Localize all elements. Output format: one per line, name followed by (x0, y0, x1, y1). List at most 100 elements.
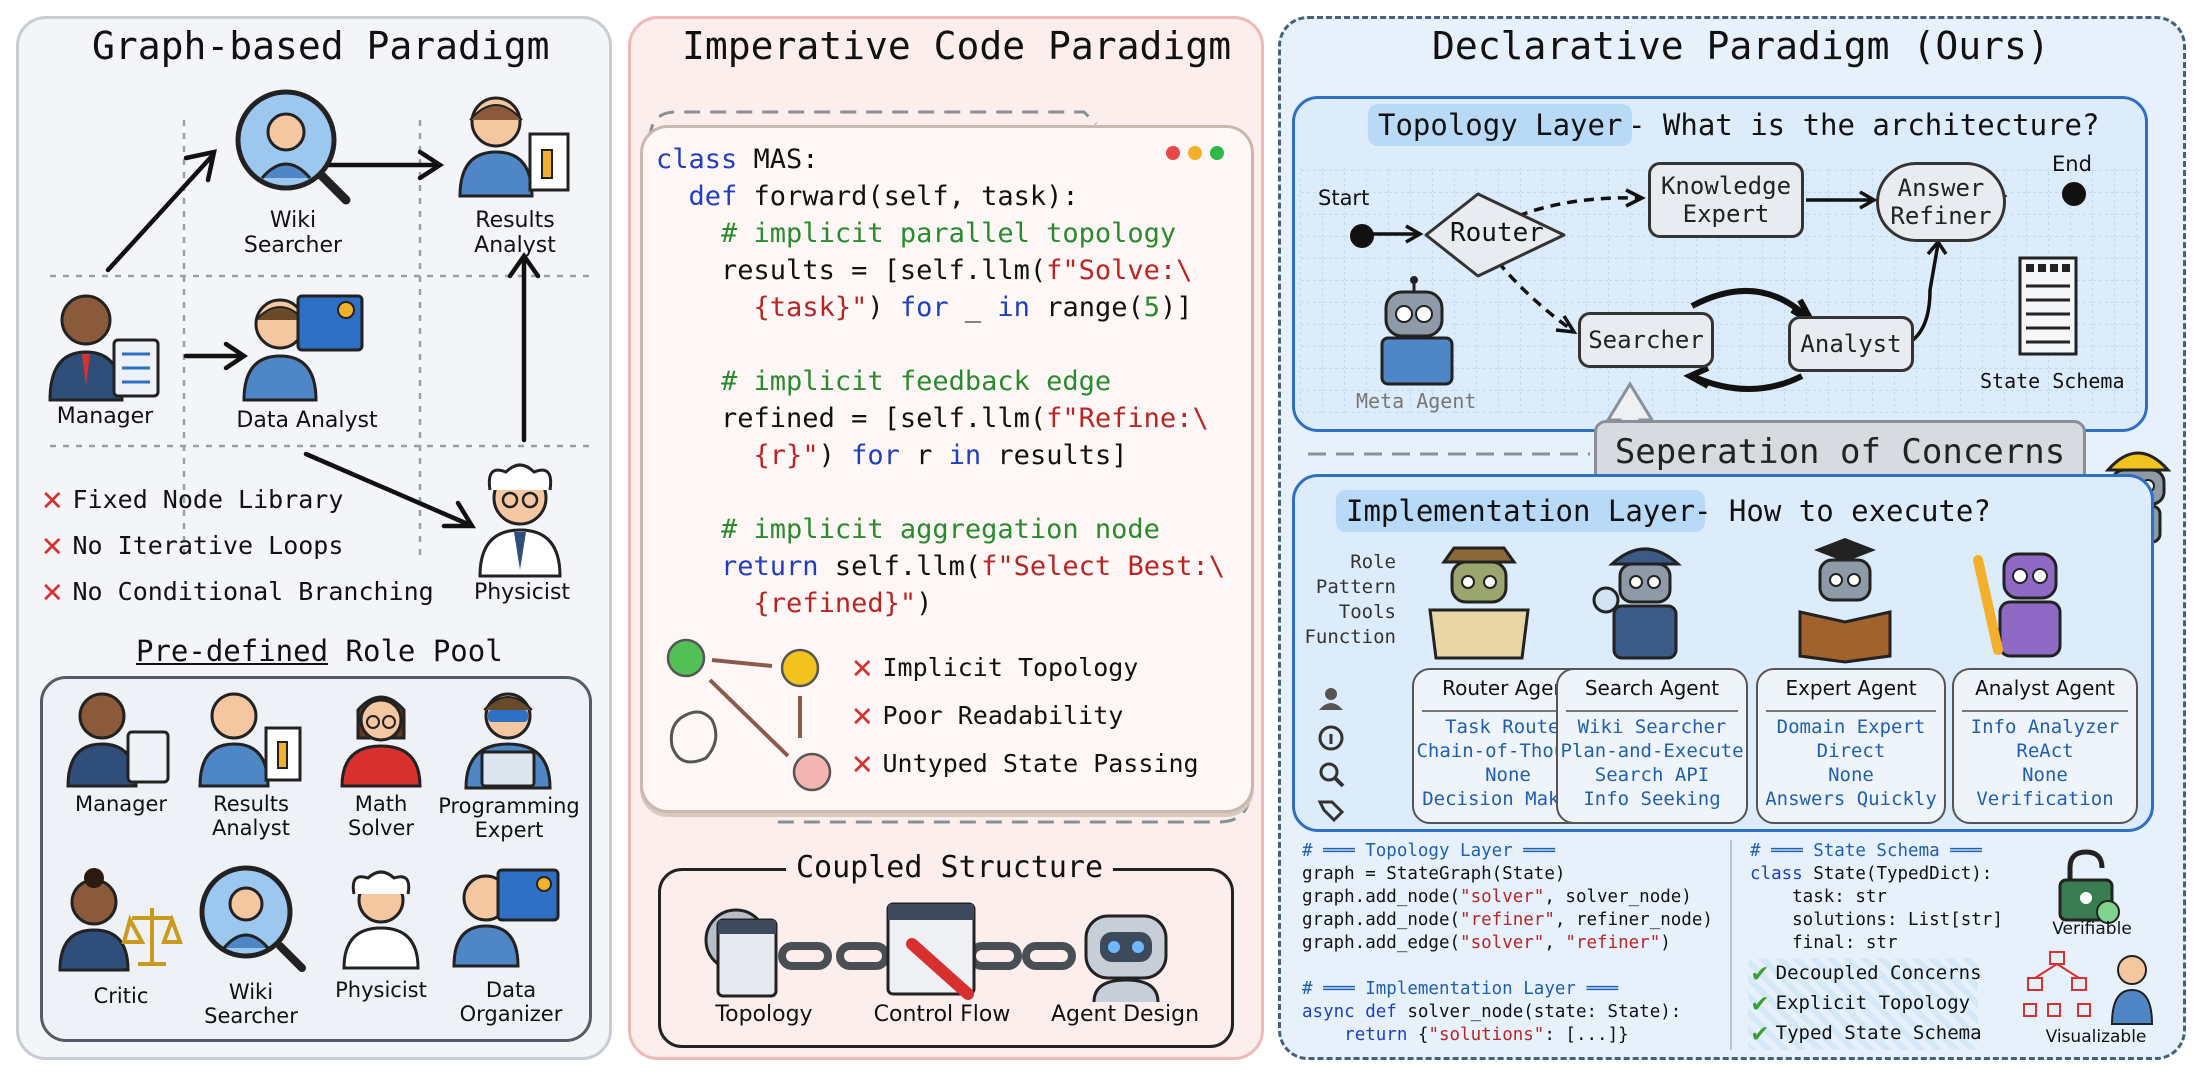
coupled-structure-illustration (704, 902, 1168, 1003)
role-label-1: Manager (74, 792, 168, 816)
window-close-dot (1166, 146, 1180, 160)
meta-agent-robot-icon (1380, 276, 1454, 386)
check-icon: ✔ (1752, 1018, 1768, 1048)
search-agent-title: Search Agent (1584, 676, 1720, 700)
issue-3: ✕Untyped State Passing (852, 743, 1199, 783)
check-icon: ✔ (1752, 988, 1768, 1018)
router-agent-title: Router Agent (1442, 676, 1574, 700)
tag-icon (1317, 800, 1345, 823)
cross-icon: ✕ (42, 571, 63, 611)
coupled-item-topology: Topology (715, 1002, 813, 1027)
results-analyst-label: Results Analyst (474, 208, 556, 259)
role-pool-title: Pre-defined Role Pool (136, 634, 503, 668)
robot-icon (1084, 914, 1168, 1003)
code-divider (1730, 840, 1732, 1050)
answer-refiner-node[interactable]: Answer Refiner (1876, 162, 2006, 242)
cross-icon: ✕ (852, 647, 873, 687)
data-analyst-label: Data Analyst (236, 408, 378, 433)
physicist-label: Physicist (473, 580, 571, 605)
searcher-node[interactable]: Searcher (1578, 312, 1714, 368)
role-label-6: Wiki Searcher (204, 980, 298, 1029)
state-schema-code: # ═══ State Schema ═══ class State(Typed… (1750, 841, 2003, 953)
benefits-background (1748, 958, 1978, 1050)
limitation-3: ✕No Conditional Branching (42, 571, 434, 611)
manager-label: Manager (56, 404, 154, 429)
imperative-code-window (640, 125, 1254, 813)
role-label-3: Math Solver (348, 792, 414, 841)
meta-agent-label: Meta Agent (1356, 389, 1477, 413)
results-analyst-icon (198, 692, 302, 788)
analyst-agent-robot-icon (1973, 552, 2062, 658)
cross-icon: ✕ (42, 479, 63, 519)
role-label-5: Critic (93, 984, 149, 1008)
search-agent-card[interactable]: Search Agent Wiki Searcher Plan-and-Exec… (1556, 668, 1748, 824)
data-analyst-icon (242, 294, 364, 402)
topology-layer-question: - What is the architecture? (1628, 108, 2100, 142)
graph-paradigm-title: Graph-based Paradigm (92, 24, 550, 68)
separation-of-concerns-banner: Seperation of Concerns (1594, 420, 2086, 484)
check-icon: ✔ (1752, 958, 1768, 988)
graph-grid (50, 120, 590, 560)
manager-icon (48, 294, 160, 402)
implementation-layer-question: - How to execute? (1694, 494, 1991, 528)
coupled-item-control-flow: Control Flow (873, 1002, 1011, 1027)
benefit-1: ✔Decoupled Concerns (1752, 958, 1982, 988)
expert-agent-card[interactable]: Expert Agent Domain Expert Direct None A… (1756, 668, 1946, 824)
end-label: End (2052, 152, 2092, 176)
coupled-item-agent-design: Agent Design (1050, 1002, 1200, 1027)
cross-icon: ✕ (42, 525, 63, 565)
window-maximize-dot (1210, 146, 1224, 160)
state-schema-label: State Schema (1980, 369, 2125, 393)
limitation-2: ✕No Iterative Loops (42, 525, 344, 565)
lock-icon (2058, 849, 2120, 924)
cross-icon: ✕ (852, 695, 873, 735)
programming-expert-icon (464, 692, 552, 790)
search-agent-robot-icon (1592, 547, 1682, 660)
visualizable-label: Visualizable (2045, 1027, 2147, 1047)
declarative-paradigm-title: Declarative Paradigm (Ours) (1432, 24, 2050, 68)
implicit-graph-icon (666, 638, 832, 792)
start-label: Start (1318, 186, 1370, 210)
analyst-agent-card[interactable]: Analyst Agent Info Analyzer ReAct None V… (1952, 668, 2138, 824)
analyst-agent-title: Analyst Agent (1975, 676, 2115, 700)
role-label-2: Results Analyst (212, 792, 290, 841)
end-node (2062, 182, 2086, 206)
data-organizer-icon (452, 868, 560, 968)
results-analyst-icon (458, 96, 570, 198)
router-agent-robot-icon (1428, 546, 1530, 660)
router-node-label: Router (1450, 218, 1544, 248)
window-minimize-dot (1188, 146, 1202, 160)
row-icon-column (1317, 688, 1345, 823)
start-node (1350, 224, 1374, 248)
wiki-searcher-label: Wiki Searcher (243, 208, 343, 259)
wrench-icon (886, 902, 976, 1000)
issue-2: ✕Poor Readability (852, 695, 1124, 735)
math-solver-icon (340, 695, 422, 788)
critic-icon (58, 868, 183, 972)
knowledge-expert-node[interactable]: Knowledge Expert (1648, 162, 1804, 238)
manager-icon (66, 692, 170, 788)
verifiable-label: Verifiable (2052, 919, 2132, 939)
imperative-paradigm-title: Imperative Code Paradigm (682, 24, 1232, 68)
expert-agent-title: Expert Agent (1785, 676, 1917, 700)
router-node[interactable] (1420, 188, 1570, 282)
imperative-code: class MAS: def forward(self, task): # im… (656, 144, 1225, 619)
wiki-searcher-icon (199, 865, 306, 972)
flowchart-icon (2023, 951, 2154, 1025)
cross-icon: ✕ (852, 743, 873, 783)
magnifier-icon (1319, 762, 1345, 788)
limitation-1: ✕Fixed Node Library (42, 479, 344, 519)
role-label-8: Data Organizer (459, 978, 563, 1027)
coupled-structure-title: Coupled Structure (786, 850, 1114, 885)
info-icon (1318, 725, 1344, 751)
row-label-list: Role Pattern Tools Function (1304, 551, 1396, 648)
analyst-node[interactable]: Analyst (1788, 316, 1914, 372)
issue-1: ✕Implicit Topology (852, 647, 1139, 687)
benefit-2: ✔Explicit Topology (1752, 988, 1971, 1018)
physicist-icon (478, 463, 562, 578)
benefit-3: ✔Typed State Schema (1752, 1018, 1982, 1048)
state-schema-icon (2018, 256, 2078, 356)
physicist-icon (342, 870, 420, 970)
implementation-layer-label: Implementation Layer (1336, 490, 1706, 532)
topology-layer-label: Topology Layer (1368, 104, 1633, 146)
